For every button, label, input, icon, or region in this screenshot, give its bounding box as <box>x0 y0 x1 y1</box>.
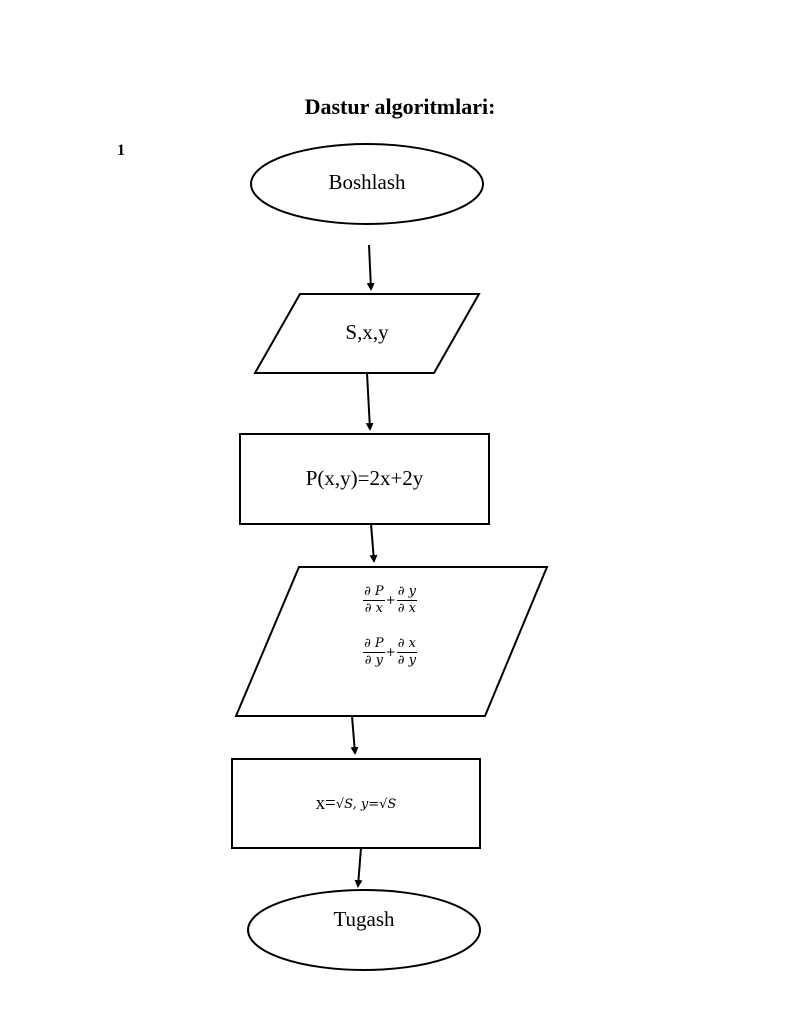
arrow-derivatives-to-result <box>350 715 359 755</box>
fraction-dx-dy: ∂ x ∂ y <box>396 635 417 668</box>
fraction-dy-dx: ∂ y ∂ x <box>396 583 417 616</box>
end-label: Tugash <box>333 907 395 931</box>
arrow-process-to-derivatives <box>369 523 378 563</box>
arrow-start-to-input <box>366 244 375 291</box>
plus-operator: + <box>385 645 396 659</box>
end-terminal <box>247 889 481 971</box>
page-number: 1 <box>117 142 125 159</box>
start-terminal <box>250 143 484 225</box>
fraction-dp-dy: ∂ P ∂ y <box>363 635 385 668</box>
process-label: P(x,y)=2x+2y <box>305 466 424 490</box>
derivative-expression-2: ∂ P ∂ y + ∂ x ∂ y <box>320 633 460 671</box>
arrow-result-to-end <box>354 847 363 888</box>
page-title: Dastur algoritmlari: <box>304 94 496 119</box>
result-label: x= √S, y=√S <box>232 790 480 818</box>
derivative-expression-1: ∂ P ∂ x + ∂ y ∂ x <box>320 581 460 619</box>
plus-operator: + <box>385 593 396 607</box>
result-prefix: x= <box>315 793 336 814</box>
derivatives-parallelogram <box>234 566 549 717</box>
result-box <box>231 758 481 849</box>
input-label: S,x,y <box>345 320 389 344</box>
process-box <box>239 433 490 525</box>
fraction-dp-dx: ∂ P ∂ x <box>363 583 385 616</box>
result-expression: √S, y=√S <box>335 796 397 812</box>
input-parallelogram <box>253 293 481 374</box>
arrow-input-to-process <box>365 372 374 431</box>
start-label: Boshlash <box>328 170 406 194</box>
